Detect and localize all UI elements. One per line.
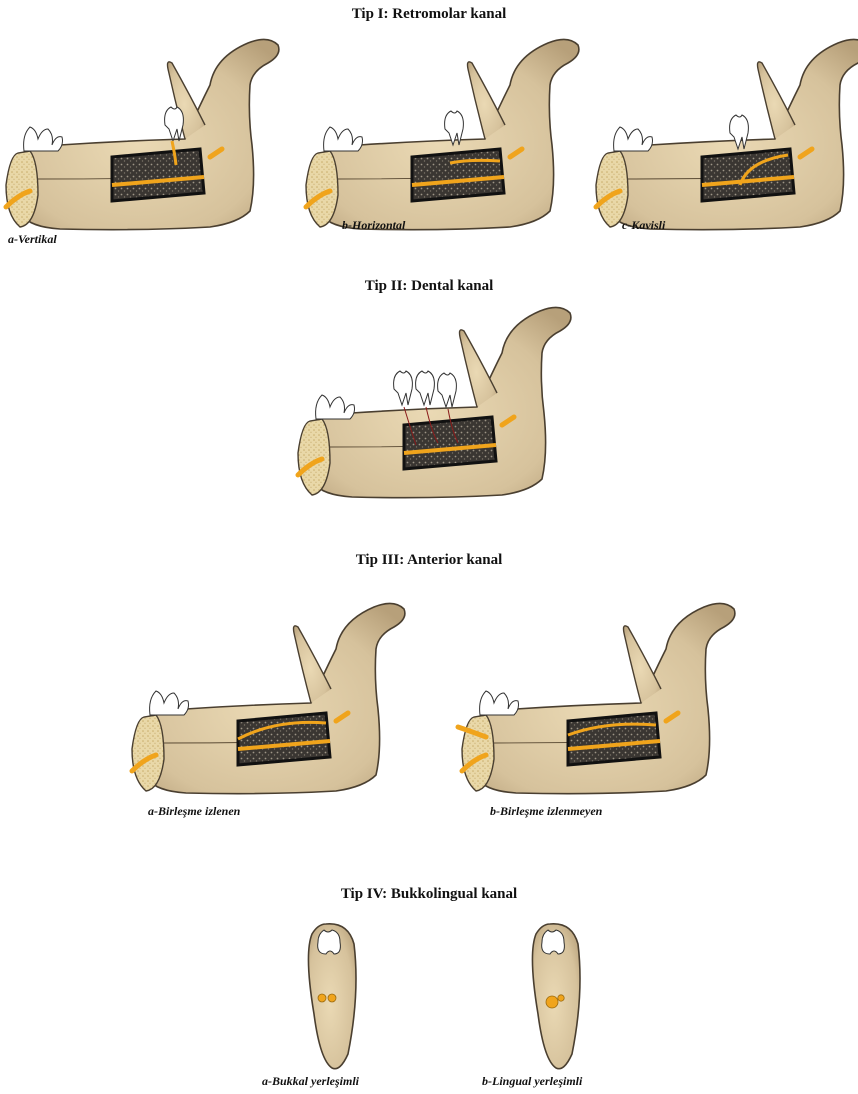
section-title-2: Tip II: Dental kanal [0, 278, 858, 295]
mandible-figure-3b [456, 614, 756, 784]
caption-4a: a-Bukkal yerleşimli [262, 1074, 359, 1089]
mandible-figure-1c [590, 50, 858, 210]
mandible-figure-1b [300, 50, 590, 210]
caption-1c: c-Kavisli [622, 218, 665, 233]
section-title-1: Tip I: Retromolar kanal [0, 6, 858, 23]
caption-3a: a-Birleşme izlenen [148, 804, 240, 819]
mandible-figure-2 [292, 318, 592, 488]
caption-1b: b-Horizontal [342, 218, 405, 233]
cross-section-figure-4b [510, 924, 600, 1064]
section-title-3: Tip III: Anterior kanal [0, 552, 858, 569]
caption-1a: a-Vertikal [8, 232, 57, 247]
section-title-4: Tip IV: Bukkolingual kanal [0, 886, 858, 903]
cross-section-figure-4a [286, 924, 376, 1064]
caption-4b: b-Lingual yerleşimli [482, 1074, 582, 1089]
mandible-figure-3a [126, 614, 426, 784]
mandible-figure-1a [0, 50, 290, 210]
caption-3b: b-Birleşme izlenmeyen [490, 804, 602, 819]
